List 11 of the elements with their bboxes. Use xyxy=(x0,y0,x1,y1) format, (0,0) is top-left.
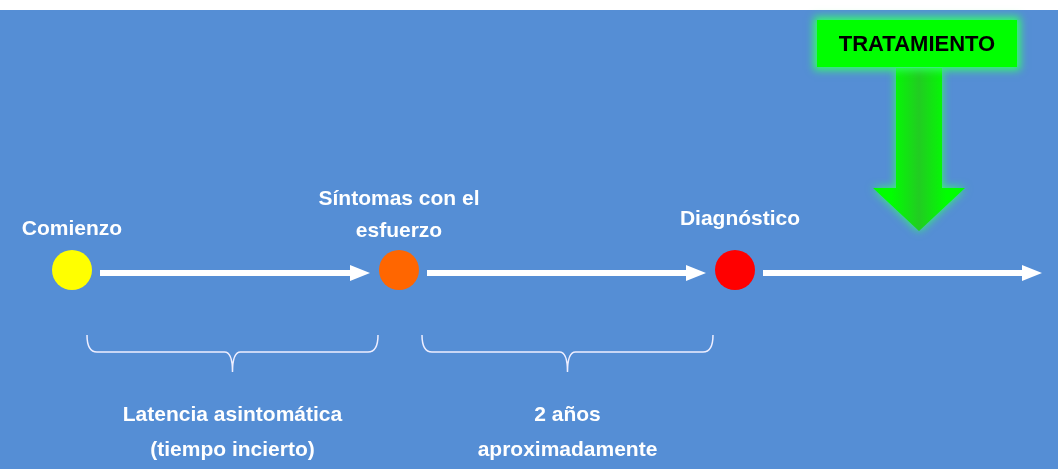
box-label: TRATAMIENTO xyxy=(838,30,996,57)
duration-label: Latencia asintomática (tiempo incierto) xyxy=(121,401,344,462)
milestone-label: Síntomas con el esfuerzo xyxy=(317,185,481,243)
arrow xyxy=(427,265,706,281)
arrow xyxy=(763,265,1042,281)
arrow xyxy=(100,265,370,281)
treatment-box xyxy=(817,20,1017,67)
milestone-label: Comienzo xyxy=(20,215,124,241)
thick-arrow xyxy=(873,68,965,231)
duration-label: 2 años aproximadamente xyxy=(476,401,659,462)
milestone-label: Diagnóstico xyxy=(678,205,802,231)
